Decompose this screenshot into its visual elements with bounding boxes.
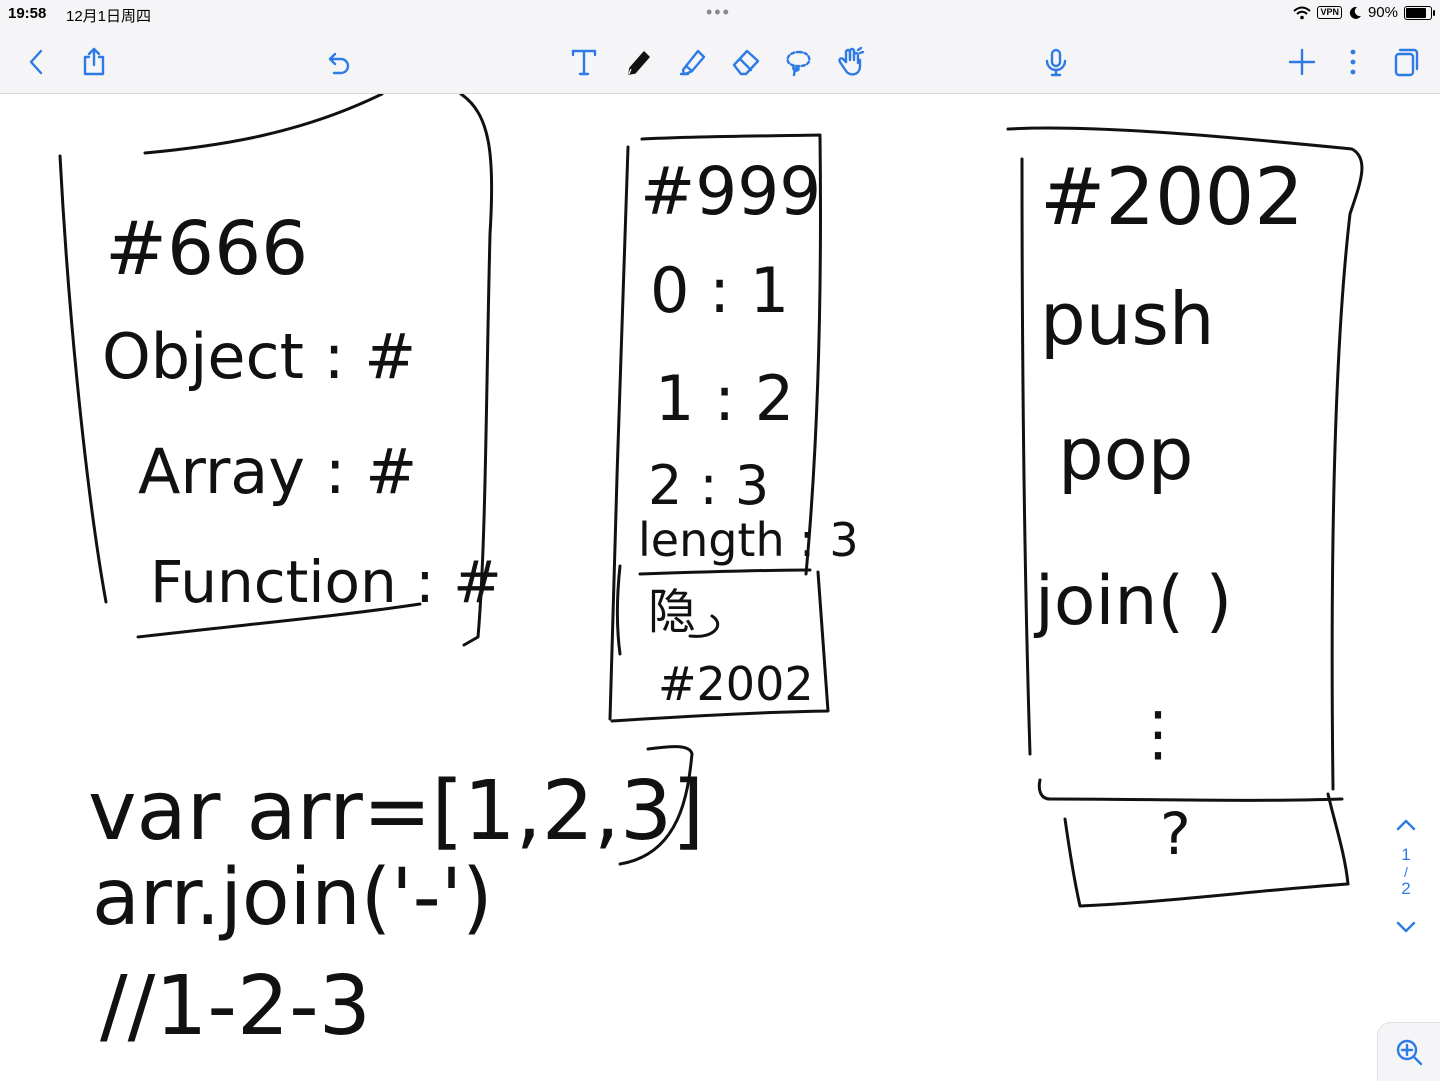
box-666-title: #666 [105,206,308,292]
text-tool-button[interactable] [564,40,604,84]
status-bar: 19:58 12月1日周四 ••• VPN 90% [0,0,1440,30]
handwriting-layer: #666 Object : # Array : # Function : # #… [58,94,1364,1054]
box-2002-line-push: push [1040,277,1214,361]
page-up-button[interactable] [1386,815,1426,845]
page-navigator: 1 / 2 [1386,815,1426,947]
page-separator: / [1404,864,1408,880]
box-999-line-0: 0 : 1 [650,254,789,327]
status-time: 19:58 [8,5,47,22]
eraser-tool-icon [732,49,760,76]
battery-percent: 90% [1367,4,1398,21]
zoom-button[interactable] [1377,1022,1440,1081]
hand-tool-icon [838,46,865,76]
box-999-outline [608,133,830,723]
add-icon [1288,48,1316,76]
microphone-button[interactable] [1036,40,1076,84]
code-line-2: arr.join('-') [92,853,493,943]
eraser-tool-button[interactable] [726,40,766,84]
microphone-icon [1045,48,1067,77]
box-666-outline [58,94,494,647]
code-line-1: var arr=[1,2,3] [88,764,704,859]
hand-tool-button[interactable] [830,40,870,84]
code-line-3: //1-2-3 [100,959,371,1054]
vpn-badge: VPN [1317,6,1342,19]
undo-button[interactable] [319,40,359,84]
box-2002-line-join: join( ) [1033,562,1232,641]
pen-tool-icon [628,51,650,75]
battery-icon [1404,5,1435,20]
more-button[interactable] [1333,40,1373,84]
box-2002-text: #2002 push pop join( ) ⋮ ? [1033,153,1304,868]
lasso-tool-button[interactable] [779,40,819,84]
highlighter-tool-button[interactable] [672,40,712,84]
zoom-in-icon [1396,1039,1423,1066]
bracket-stroke [618,745,694,866]
box-2002-title: #2002 [1040,153,1304,243]
proto-arrow [688,614,720,638]
multitasking-dots-icon[interactable]: ••• [706,2,731,22]
share-icon [83,47,105,76]
drawing-canvas[interactable]: #666 Object : # Array : # Function : # #… [0,94,1440,1080]
current-page: 1 [1401,845,1411,864]
chevron-up-icon [1396,819,1416,831]
box-999-title: #999 [640,153,821,230]
box-999-line-1: 1 : 2 [655,362,794,435]
box-999-proto-ref: #2002 [658,657,814,711]
box-666-text: #666 Object : # Array : # Function : # [102,206,502,616]
box-2002-line-pop: pop [1058,412,1193,496]
status-indicators: VPN 90% [1293,4,1435,21]
lasso-tool-icon [786,50,811,77]
back-button[interactable] [16,40,56,84]
total-pages: 2 [1401,879,1411,898]
toolbar [0,30,1440,94]
box-666-line-function: Function : # [150,548,502,616]
box-666-line-array: Array : # [138,435,417,508]
more-icon [1350,49,1356,75]
box-2002-proto-mark: ? [1160,800,1191,868]
text-tool-icon [571,49,597,76]
box-2002-line-ellipsis: ⋮ [1128,699,1188,769]
moon-icon [1349,6,1361,19]
status-date: 12月1日周四 [66,8,152,25]
code-block: var arr=[1,2,3] arr.join('-') //1-2-3 [88,745,704,1054]
chevron-down-icon [1396,921,1416,933]
box-999-proto-label: 隐 [648,584,696,640]
box-666-line-object: Object : # [102,320,416,393]
page-down-button[interactable] [1386,917,1426,947]
pages-icon [1394,48,1419,77]
back-icon [29,49,43,75]
pages-button[interactable] [1384,40,1424,84]
add-button[interactable] [1282,40,1322,84]
highlighter-tool-icon [679,49,706,76]
wifi-icon [1293,6,1312,19]
box-999-line-length: length : 3 [638,513,859,567]
box-2002-outline [1006,126,1364,908]
box-999-text: #999 0 : 1 1 : 2 2 : 3 length : 3 隐 #200… [638,153,859,711]
box-999-line-2: 2 : 3 [648,454,769,517]
undo-icon [328,52,350,75]
pen-tool-button[interactable] [618,40,658,84]
share-button[interactable] [74,40,114,84]
